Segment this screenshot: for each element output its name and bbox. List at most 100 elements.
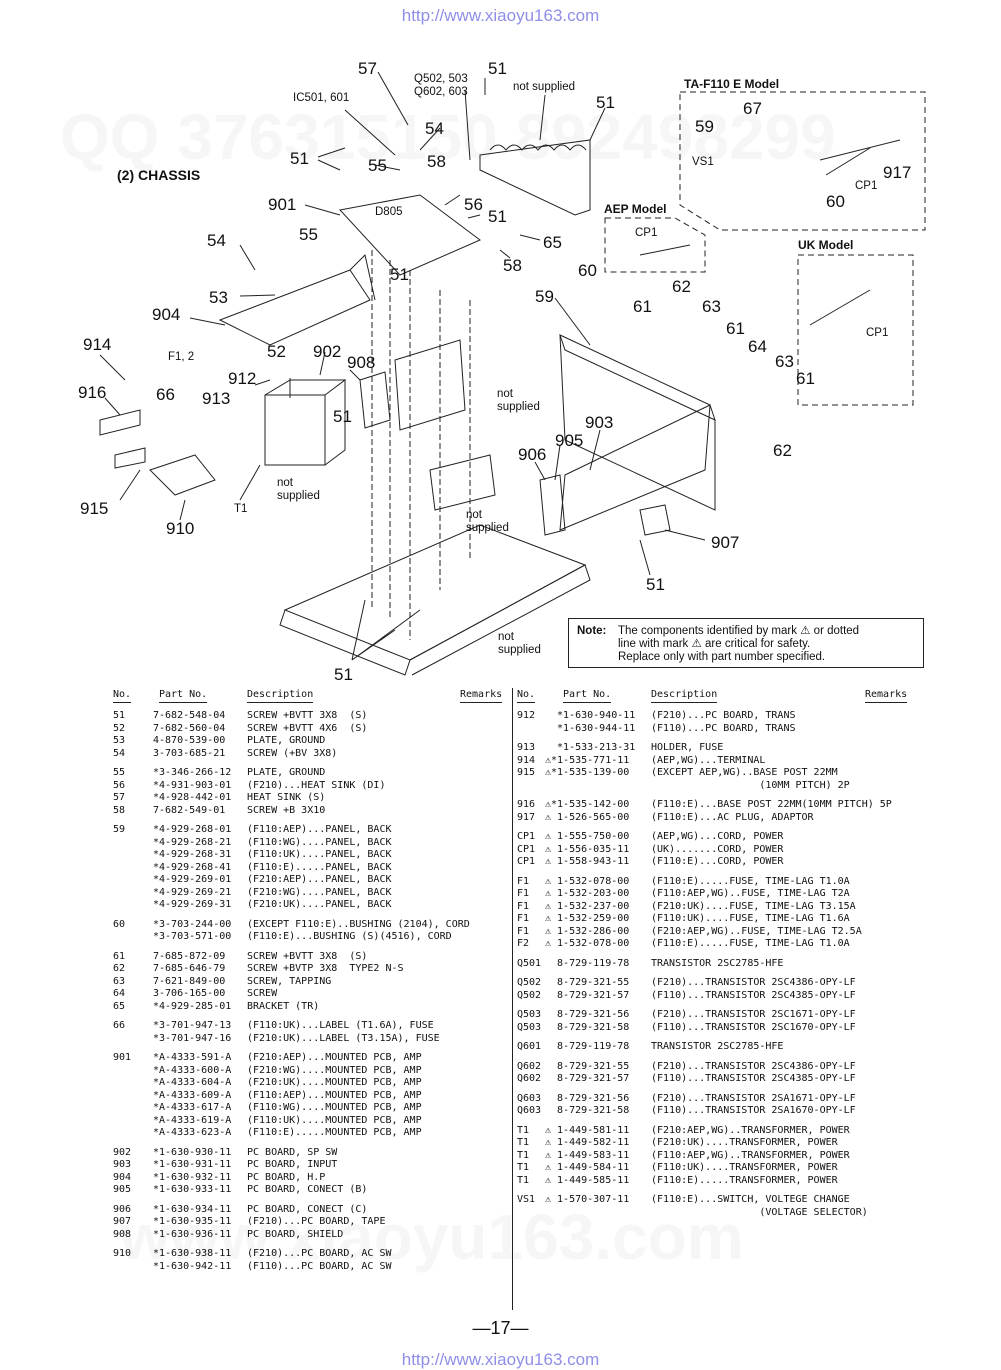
part-description: PC BOARD, INPUT [247,1159,338,1170]
label-supplied: supplied [277,490,320,502]
part-number: *3-701-947-16 [153,1032,232,1044]
part-description: (F210:AEP,WG)..TRANSFORMER, POWER [651,1124,850,1136]
part-number: *A-4333-604-A [153,1077,232,1088]
part-ref-no: 62 [113,963,126,974]
part-number: 8-729-321-58 [545,1021,630,1033]
part-description: (VOLTAGE SELECTOR) [651,1206,868,1218]
part-description: (F110:E)...BASE POST 22MM(10MM PITCH) 5P [651,799,892,810]
label-not: not [277,477,294,489]
diagram-small-labels: IC501, 601 Q502, 503 Q602, 603 not suppl… [168,73,575,656]
callout-51: 51 [333,407,352,426]
part-description: (10MM PITCH) 2P [651,779,850,791]
part-number: *A-4333-617-A [153,1102,232,1113]
table-row: F1⚠ 1-532-078-00(F110:E).....FUSE, TIME-… [517,876,917,889]
part-description: PLATE, GROUND [247,767,326,778]
callout-63: 63 [702,297,721,316]
table-row: T1⚠ 1-449-584-11(F110:UK)....TRANSFORMER… [517,1162,917,1175]
part-description: PLATE, GROUND [247,735,326,746]
part-description: (EXCEPT F110:E)..BUSHING (2104), CORD [247,918,470,930]
table-row: 917⚠ 1-526-565-00(F110:E)...AC PLUG, ADA… [517,812,917,825]
part-number: 7-682-549-01 [153,804,226,816]
part-number: 7-621-849-00 [153,975,226,987]
part-ref-no: F1 [517,875,530,887]
label-q502: Q502, 503 [414,73,468,85]
part-number: *A-4333-591-A [153,1052,232,1063]
label-q602: Q602, 603 [414,86,468,98]
callout-51: 51 [334,665,353,684]
table-row: VS1⚠ 1-570-307-11(F110:E)...SWITCH, VOLT… [517,1194,917,1207]
table-row: F2⚠ 1-532-078-00(F110:E).....FUSE, TIME-… [517,938,917,951]
callout-51: 51 [290,149,309,168]
callout-60: 60 [578,261,597,280]
part-ref-no: 903 [113,1159,132,1170]
table-row: 66*3-701-947-13(F110:UK)...LABEL (T1.6A)… [113,1020,508,1033]
part-number: 8-729-321-56 [545,1009,630,1020]
row-spacer [517,951,917,958]
part-ref-no: Q601 [517,1041,542,1052]
table-header: No. Part No. Description Remarks [113,688,508,710]
part-ref-no: T1 [517,1174,530,1186]
part-number: ⚠ 1-556-035-11 [545,843,630,855]
part-ref-no: Q602 [517,1060,542,1072]
part-number: *4-928-442-01 [153,792,232,803]
callout-53: 53 [209,288,228,307]
part-description: (F110:UK)....FUSE, TIME-LAG T1.6A [651,913,850,924]
part-ref-no: 63 [113,975,126,987]
part-ref-no: VS1 [517,1194,536,1205]
row-spacer [113,1013,508,1020]
callout-67: 67 [743,99,762,118]
table-row: 910*1-630-938-11(F210)...PC BOARD, AC SW [113,1248,508,1261]
callout-54: 54 [425,119,444,138]
part-description: (F110:AEP,WG)..TRANSFORMER, POWER [651,1149,850,1161]
part-description: (F210)...TRANSISTOR 2SC1671-OPY-LF [651,1009,856,1020]
part-ref-no: F1 [517,913,530,924]
label-d805: D805 [375,206,403,218]
part-description: HEAT SINK (S) [247,792,326,803]
part-ref-no: 59 [113,824,126,835]
part-description: SCREW, TAPPING [247,975,332,987]
part-description: (F210)...PC BOARD, TAPE [247,1216,386,1227]
part-description: SCREW +BVTT 3X8 (S) [247,710,368,721]
label-f12: F1, 2 [168,351,194,363]
callout-901: 901 [268,195,296,214]
part-number: ⚠*1-535-139-00 [545,767,630,778]
part-description: (F110:UK)....PANEL, BACK [247,849,392,860]
table-row: 912 *1-630-940-11(F210)...PC BOARD, TRAN… [517,710,917,723]
part-description: (F210)...TRANSISTOR 2SA1671-OPY-LF [651,1092,856,1104]
part-description: (F210)...HEAT SINK (DI) [247,779,386,791]
row-spacer [517,1187,917,1194]
part-description: (F110:E).....MOUNTED PCB, AMP [247,1127,422,1138]
diagram-linework [99,71,926,676]
callout-914: 914 [83,335,111,354]
part-description: SCREW +BVTT 3X8 (S) [247,950,368,962]
part-ref-no: Q602 [517,1073,542,1084]
part-number: ⚠ 1-532-286-00 [545,925,630,937]
part-description: SCREW +BVTP 3X8 TYPE2 N-S [247,963,404,974]
table-row: Q503 8-729-321-56(F210)...TRANSISTOR 2SC… [517,1009,917,1022]
row-spacer [517,1002,917,1009]
part-number: 8-729-321-57 [545,1073,630,1084]
table-row: Q502 8-729-321-55(F210)...TRANSISTOR 2SC… [517,977,917,990]
part-number: ⚠*1-535-142-00 [545,799,630,810]
part-number: *1-630-942-11 [153,1260,232,1272]
part-description: (F110:AEP,WG)..FUSE, TIME-LAG T2A [651,888,850,899]
note-heading: Note: [577,625,607,637]
part-description: (F110:E)...CORD, POWER [651,856,784,867]
table-row: 60*3-703-244-00(EXCEPT F110:E)..BUSHING … [113,919,508,932]
table-row: *1-630-942-11(F110)...PC BOARD, AC SW [113,1261,508,1274]
part-number: 4-870-539-00 [153,735,226,746]
part-number: *1-630-931-11 [153,1159,232,1170]
table-row: *4-929-269-21(F210:WG)....PANEL, BACK [113,887,508,900]
label-cp1: CP1 [855,180,877,192]
part-number: *4-929-269-21 [153,886,232,898]
part-ref-no: T1 [517,1162,530,1173]
part-description: (F110)...PC BOARD, TRANS [651,722,796,734]
callout-64: 64 [748,337,767,356]
part-ref-no: 65 [113,1000,126,1012]
part-ref-no: 61 [113,950,126,962]
table-row: CP1⚠ 1-558-943-11(F110:E)...CORD, POWER [517,856,917,869]
part-number: 7-685-872-09 [153,950,226,962]
part-description: (F110:E).....PANEL, BACK [247,861,392,873]
